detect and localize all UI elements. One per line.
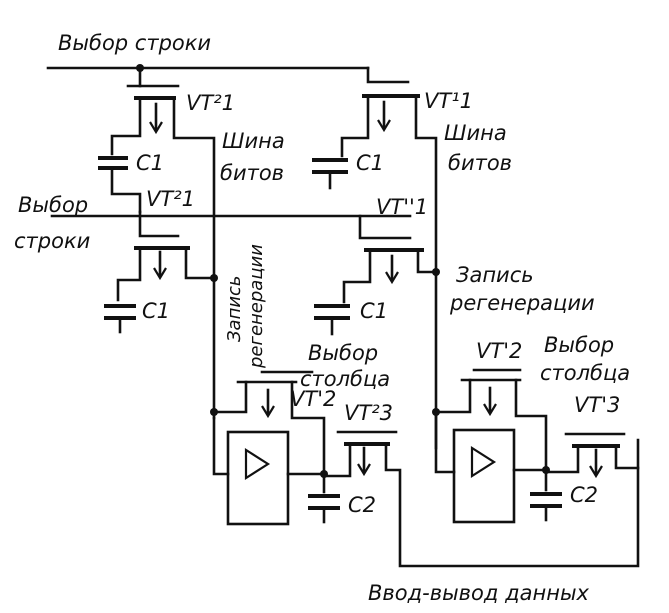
label-bus-bits-1b: битов xyxy=(220,161,284,185)
label-vt12-right: VT'2 xyxy=(476,339,522,363)
column-block-right xyxy=(432,368,640,524)
capacitor-c1-mid-right xyxy=(314,304,350,336)
label-col-select-2a: Выбор xyxy=(544,333,614,357)
capacitor-c1-mid-left xyxy=(104,304,136,334)
capacitor-c1-top-right xyxy=(312,158,348,190)
row-select-line-mid xyxy=(50,210,412,240)
label-row-select-left-1: Выбор xyxy=(18,193,88,217)
label-col-select-1a: Выбор xyxy=(308,341,378,365)
label-c1-a: C1 xyxy=(136,151,164,175)
label-row-select-left-2: строки xyxy=(14,229,90,253)
label-vt13: VT'3 xyxy=(574,393,620,417)
label-c2-b: C2 xyxy=(570,483,598,507)
label-write-regen-right-1: Запись xyxy=(456,263,534,287)
label-write-regen-vertical-1: Запись xyxy=(224,275,245,342)
transistor-vtdd1-mid xyxy=(342,248,440,304)
label-data-io: Ввод-вывод данных xyxy=(368,581,590,605)
label-bus-bits-1a: Шина xyxy=(222,129,285,153)
label-c1-c: C1 xyxy=(142,299,170,323)
label-write-regen-right-2: регенерации xyxy=(449,291,595,315)
label-vt11-top: VT¹1 xyxy=(424,89,473,113)
column-block-left xyxy=(210,370,640,568)
label-vt23: VT²3 xyxy=(344,401,393,425)
label-vt12-left: VT'2 xyxy=(290,387,336,411)
transistor-vt11-top xyxy=(340,94,438,450)
label-vt-dd1: VT''1 xyxy=(376,195,428,219)
label-c1-d: C1 xyxy=(360,299,388,323)
label-col-select-2b: столбца xyxy=(540,361,630,385)
transistor-vt21-mid xyxy=(116,246,218,302)
label-row-select-top: Выбор строки xyxy=(58,31,211,55)
label-col-select-1b: столбца xyxy=(300,367,390,391)
label-vt21-mid: VT²1 xyxy=(146,187,195,211)
label-c1-b: C1 xyxy=(356,151,384,175)
label-c2-a: C2 xyxy=(348,493,376,517)
transistor-vt21-top xyxy=(110,84,216,420)
label-write-regen-vertical-2: регенерации xyxy=(246,244,267,369)
row-select-line-top xyxy=(46,64,410,88)
label-bus-bits-2a: Шина xyxy=(444,121,507,145)
label-vt21-top: VT²1 xyxy=(186,91,235,115)
label-bus-bits-2b: битов xyxy=(448,151,512,175)
capacitor-c1-top-left xyxy=(98,156,142,214)
